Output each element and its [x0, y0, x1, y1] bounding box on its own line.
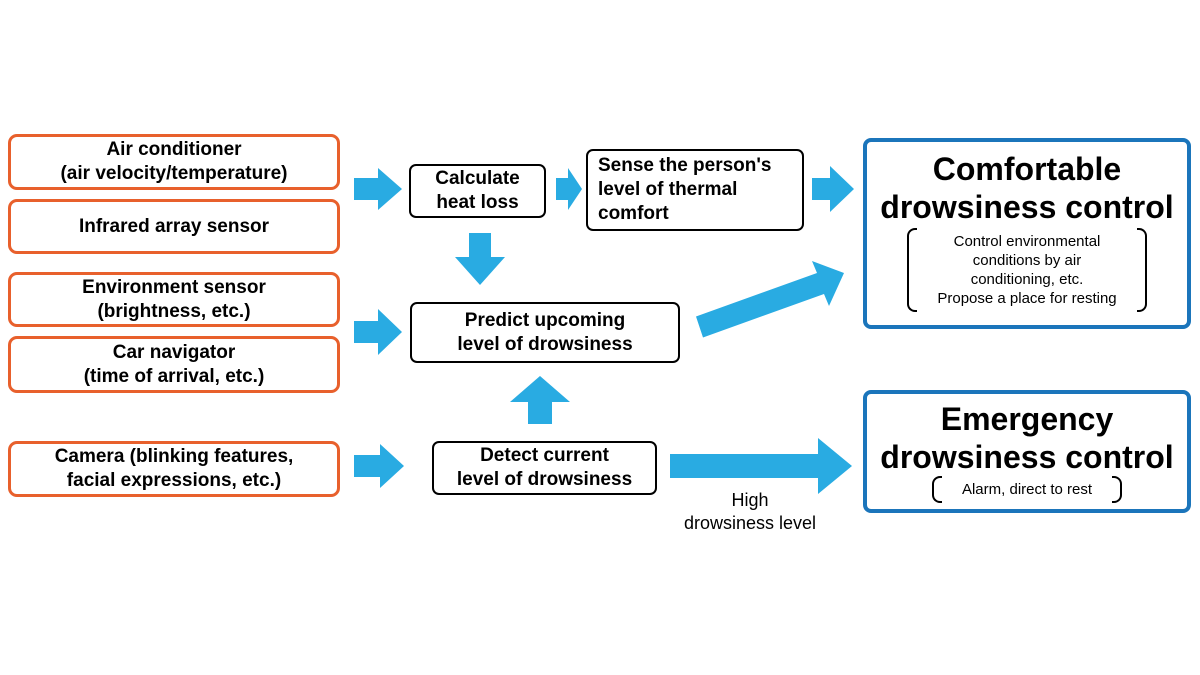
- title-line: Comfortable: [932, 151, 1122, 187]
- process-line: Predict upcoming: [464, 309, 626, 331]
- detail-line: Alarm, direct to rest: [961, 481, 1093, 498]
- left-bracket: [931, 476, 942, 503]
- arrow-heat-loss-to-predict: [455, 233, 505, 285]
- process-detect-drowsiness: Detect current level of drowsiness: [432, 441, 657, 495]
- arrow-detect-to-emergency: [670, 438, 852, 494]
- input-line: Air conditioner: [106, 139, 242, 160]
- arrow-camera-to-detect: [354, 444, 404, 488]
- process-line: level of drowsiness: [456, 469, 633, 490]
- process-line: comfort: [598, 203, 669, 224]
- title-line: drowsiness control: [880, 439, 1174, 475]
- output-title: Emergency drowsiness control: [880, 400, 1173, 476]
- input-air-conditioner: Air conditioner (air velocity/temperatur…: [8, 134, 340, 190]
- high-drowsiness-label: High drowsiness level: [660, 489, 840, 535]
- input-line: (air velocity/temperature): [60, 163, 288, 184]
- right-bracket: [1136, 228, 1147, 312]
- output-detail: Control environmental conditions by air …: [897, 228, 1156, 312]
- detail-line: Control environmental: [953, 233, 1101, 250]
- note-line: High: [731, 490, 769, 510]
- input-line: Car navigator: [112, 341, 236, 363]
- output-title: Comfortable drowsiness control: [880, 150, 1173, 226]
- input-line: (brightness, etc.): [97, 300, 251, 322]
- detail-line: Propose a place for resting: [937, 290, 1117, 307]
- process-line: level of drowsiness: [457, 333, 633, 355]
- input-camera: Camera (blinking features, facial expres…: [8, 441, 340, 497]
- input-line: Infrared array sensor: [78, 215, 270, 237]
- title-line: Emergency: [940, 401, 1114, 437]
- input-line: Camera (blinking features,: [54, 446, 294, 467]
- arrow-thermal-to-comfortable: [812, 166, 854, 212]
- arrow-heat-loss-to-thermal: [556, 168, 582, 210]
- right-bracket: [1112, 476, 1123, 503]
- arrow-inputs-to-predict: [354, 309, 402, 355]
- input-car-navigator: Car navigator (time of arrival, etc.): [8, 336, 340, 393]
- process-line: Sense the person's: [598, 155, 772, 176]
- input-environment-sensor: Environment sensor (brightness, etc.): [8, 272, 340, 327]
- left-bracket: [907, 228, 918, 312]
- process-line: level of thermal: [598, 179, 738, 200]
- process-line: Calculate: [435, 168, 520, 189]
- process-sense-thermal-comfort: Sense the person's level of thermal comf…: [586, 149, 804, 231]
- process-line: Detect current: [480, 445, 609, 466]
- title-line: drowsiness control: [880, 189, 1174, 225]
- note-line: drowsiness level: [683, 513, 817, 533]
- process-calculate-heat-loss: Calculate heat loss: [409, 164, 546, 218]
- arrow-inputs-to-heat-loss: [354, 168, 402, 210]
- input-line: (time of arrival, etc.): [83, 365, 265, 387]
- output-detail: Alarm, direct to rest: [922, 476, 1132, 503]
- arrow-predict-to-comfortable: [696, 261, 844, 338]
- detail-line: conditions by air: [972, 252, 1082, 269]
- process-line: heat loss: [436, 192, 519, 213]
- process-predict-drowsiness: Predict upcoming level of drowsiness: [410, 302, 680, 363]
- output-comfortable-control: Comfortable drowsiness control Control e…: [863, 138, 1191, 329]
- output-emergency-control: Emergency drowsiness control Alarm, dire…: [863, 390, 1191, 513]
- detail-line: conditioning, etc.: [970, 271, 1084, 288]
- input-infrared-array-sensor: Infrared array sensor: [8, 199, 340, 254]
- arrow-detect-to-predict: [510, 376, 570, 424]
- input-line: facial expressions, etc.): [66, 470, 282, 491]
- input-line: Environment sensor: [82, 276, 266, 298]
